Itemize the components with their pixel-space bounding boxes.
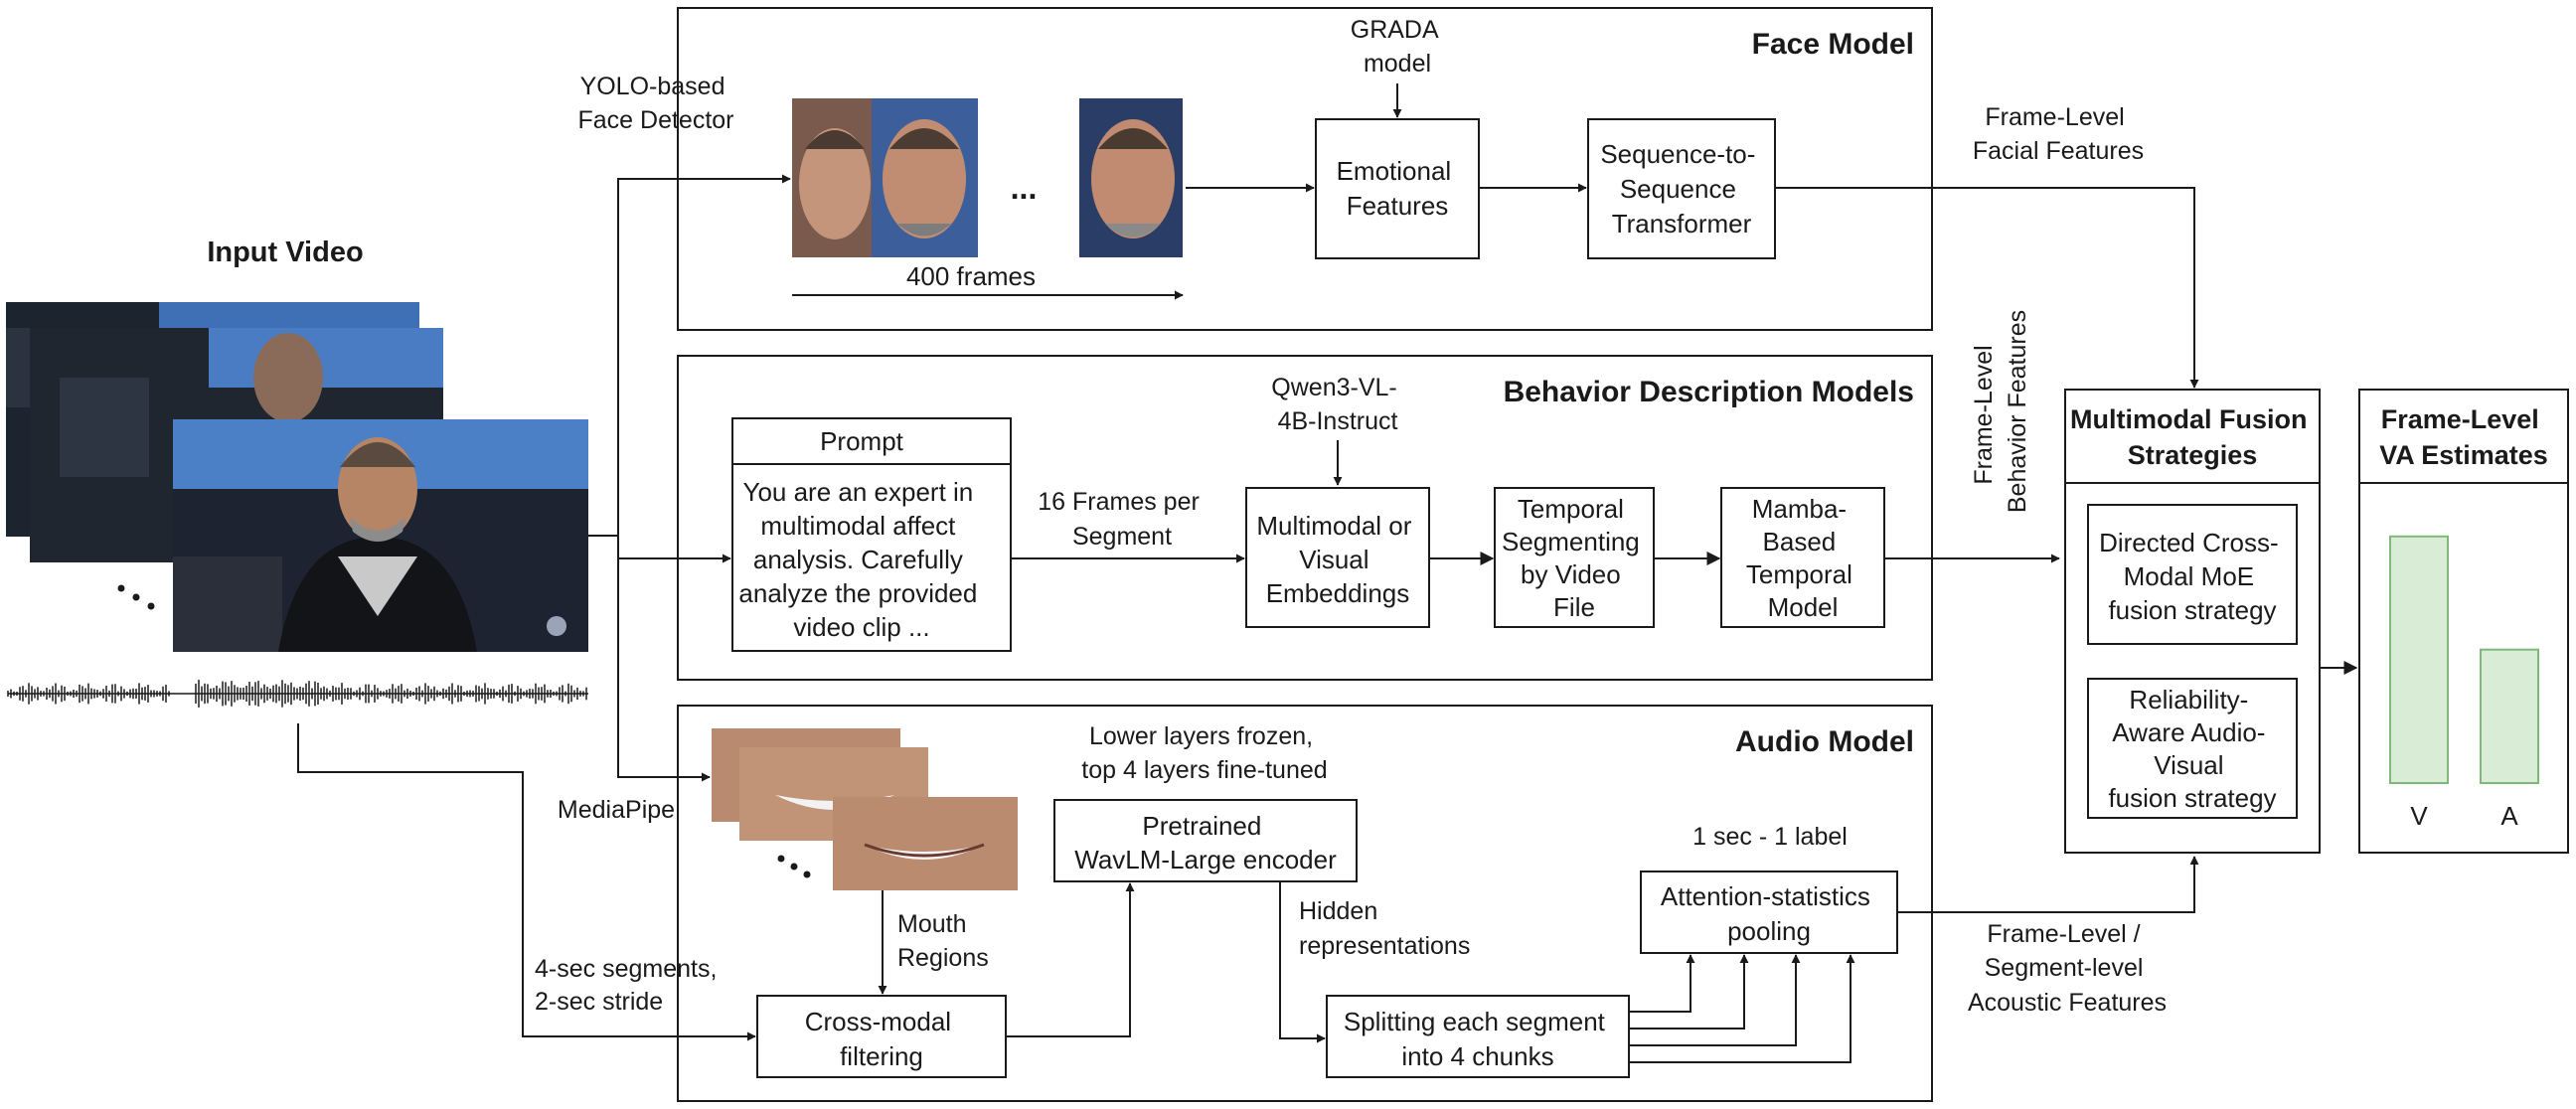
splitting-segment-label: Splitting each segment into 4 chunks bbox=[1344, 1007, 1612, 1071]
audio-waveform-icon bbox=[7, 680, 588, 708]
input-to-mouth-arrow bbox=[617, 536, 711, 782]
embeddings-label: Multimodal or Visual Embeddings bbox=[1256, 511, 1418, 608]
mouth-crop-icon bbox=[712, 728, 1018, 890]
mamba-model-label: Mamba- Based Temporal Model bbox=[1746, 494, 1859, 622]
input-video-title: Input Video bbox=[207, 237, 363, 268]
chunk-2-arrow bbox=[1629, 954, 1749, 1030]
prompt-box bbox=[731, 417, 1012, 652]
behavior-features-label: Frame-Level Behavior Features bbox=[1970, 310, 2031, 513]
seq2seq-transformer-label: Sequence-to- Sequence Transformer bbox=[1600, 139, 1762, 238]
seq2seq-transformer-box bbox=[1587, 118, 1776, 259]
fusion-title: Multimodal Fusion Strategies bbox=[2070, 404, 2315, 470]
attention-pooling-box bbox=[1640, 871, 1898, 954]
chunk-3-arrow bbox=[1629, 954, 1801, 1046]
face-detector-label: YOLO-based Face Detector bbox=[577, 73, 733, 134]
prompt-text: You are an expert in multimodal affect a… bbox=[738, 477, 984, 642]
mouth-more-dots bbox=[777, 855, 811, 878]
audio-to-filtering-arrow bbox=[297, 723, 756, 1041]
acoustic-features-label: Frame-Level / Segment-level Acoustic Fea… bbox=[1968, 920, 2167, 1017]
video-more-dots bbox=[117, 584, 155, 610]
facial-to-fusion-arrow bbox=[1775, 187, 2199, 389]
wavlm-to-splitting-arrow bbox=[1279, 881, 1326, 1043]
filtering-to-wavlm-arrow bbox=[1006, 882, 1135, 1037]
segments-stride-label: 4-sec segments, 2-sec stride bbox=[535, 955, 724, 1016]
splitting-segment-box bbox=[1326, 995, 1630, 1078]
label-rate-label: 1 sec - 1 label bbox=[1692, 823, 1848, 851]
attention-pooling-label: Attention-statistics pooling bbox=[1661, 881, 1877, 946]
frames-count-label: 400 frames bbox=[906, 261, 1036, 291]
mediapipe-label: MediaPipe bbox=[558, 796, 675, 824]
hidden-representations-label: Hidden representations bbox=[1299, 897, 1470, 960]
face-crop-icon bbox=[792, 98, 1183, 257]
audio-model-title: Audio Model bbox=[1735, 725, 1914, 758]
va-bar-v bbox=[2389, 535, 2449, 784]
va-bar-label-v: V bbox=[2410, 801, 2428, 831]
layers-frozen-label: Lower layers frozen, top 4 layers fine-t… bbox=[1081, 722, 1327, 784]
behavior-model-title: Behavior Description Models bbox=[1504, 376, 1914, 408]
video-frame-stack-icon bbox=[6, 302, 588, 652]
directed-moe-strategy-box bbox=[2087, 504, 2298, 645]
facial-features-label: Frame-Level Facial Features bbox=[1973, 103, 2144, 165]
cross-modal-filtering-box bbox=[756, 995, 1007, 1078]
va-estimates-title: Frame-Level VA Estimates bbox=[2379, 404, 2548, 470]
wavlm-encoder-label: Pretrained WavLM-Large encoder bbox=[1074, 811, 1337, 874]
prompt-header: Prompt bbox=[820, 426, 904, 456]
acoustic-to-fusion-arrow bbox=[1897, 856, 2199, 913]
directed-moe-strategy-label: Directed Cross- Modal MoE fusion strateg… bbox=[2099, 528, 2286, 625]
emotional-features-label: Emotional Features bbox=[1337, 156, 1459, 221]
mouth-regions-label: Mouth Regions bbox=[897, 910, 989, 972]
frames-per-segment-label: 16 Frames per Segment bbox=[1038, 488, 1207, 551]
emotional-features-box bbox=[1315, 118, 1480, 259]
reliability-aware-strategy-label: Reliability- Aware Audio- Visual fusion … bbox=[2108, 685, 2276, 813]
input-to-face-arrow bbox=[588, 174, 791, 537]
wavlm-encoder-box bbox=[1053, 799, 1358, 882]
qwen-model-label: Qwen3-VL- 4B-Instruct bbox=[1271, 374, 1403, 435]
va-bar-label-a: A bbox=[2500, 801, 2518, 831]
face-model-title: Face Model bbox=[1752, 28, 1914, 61]
cross-modal-filtering-label: Cross-modal filtering bbox=[805, 1007, 959, 1071]
embeddings-box bbox=[1245, 487, 1430, 628]
temporal-segmenting-label: Temporal Segmenting by Video File bbox=[1502, 494, 1647, 622]
frames-ellipsis: ... bbox=[1011, 170, 1038, 206]
va-bar-a bbox=[2480, 648, 2539, 784]
reliability-aware-strategy-box bbox=[2087, 678, 2298, 819]
chunk-4-arrow bbox=[1629, 954, 1855, 1063]
grada-model-label: GRADA model bbox=[1351, 16, 1444, 78]
chunk-1-arrow bbox=[1629, 954, 1695, 1013]
